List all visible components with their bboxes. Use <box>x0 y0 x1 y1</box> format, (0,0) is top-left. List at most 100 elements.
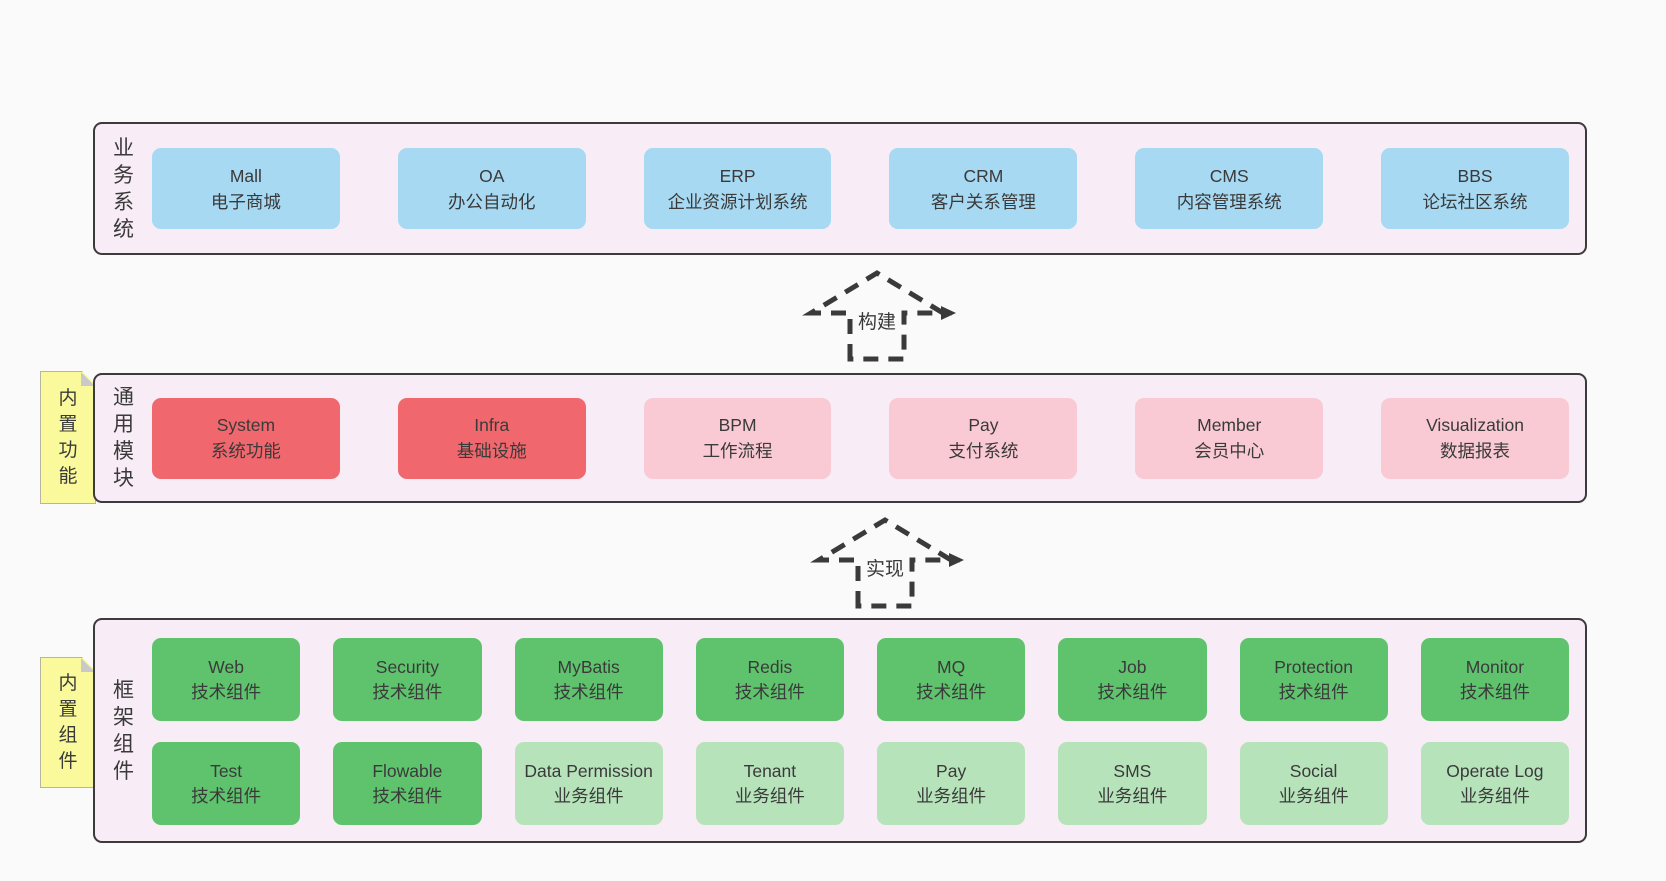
dashed-up-arrow-icon <box>802 270 956 362</box>
box-title: Job <box>1118 656 1147 677</box>
sticky-note-builtin-components: 内置组件 <box>40 657 96 788</box>
box-mq: MQ 技术组件 <box>877 638 1026 721</box>
box-subtitle: 会员中心 <box>1194 441 1265 461</box>
box-title: Web <box>208 656 244 677</box>
box-subtitle: 业务组件 <box>553 785 624 806</box>
box-social: Social 业务组件 <box>1239 742 1388 825</box>
box-web: Web 技术组件 <box>152 638 301 721</box>
band-components-content: Web 技术组件 Security 技术组件 MyBatis 技术组件 Redi… <box>152 620 1585 841</box>
box-subtitle: 业务组件 <box>734 785 805 806</box>
box-subtitle: 技术组件 <box>1097 681 1168 702</box>
box-mall: Mall 电子商城 <box>152 148 340 229</box>
box-infra: Infra 基础设施 <box>397 397 586 479</box>
box-subtitle: 内容管理系统 <box>1176 191 1282 212</box>
sticky-label: 内置功能 <box>58 387 78 487</box>
box-redis: Redis 技术组件 <box>695 638 844 721</box>
box-subtitle: 业务组件 <box>916 785 987 806</box>
box-tenant: Tenant 业务组件 <box>695 742 844 825</box>
box-pay: Pay 支付系统 <box>889 397 1078 479</box>
box-title: CRM <box>963 165 1004 186</box>
arrow-implement-label: 实现 <box>860 557 910 583</box>
band-common-modules: 通用模块 System 系统功能 Infra 基础设施 BPM 工作流程 Pay… <box>93 373 1587 503</box>
box-test: Test 技术组件 <box>152 742 301 825</box>
band-modules-content: System 系统功能 Infra 基础设施 BPM 工作流程 Pay 支付系统… <box>152 375 1585 501</box>
box-subtitle: 支付系统 <box>948 441 1019 461</box>
box-title: MQ <box>937 656 966 677</box>
box-bbs: BBS 论坛社区系统 <box>1381 148 1569 229</box>
box-subtitle: 系统功能 <box>210 441 281 461</box>
box-title: Visualization <box>1426 415 1525 435</box>
band-label-text: 业务系统 <box>113 136 134 241</box>
box-subtitle: 技术组件 <box>372 785 443 806</box>
box-subtitle: 基础设施 <box>456 441 527 461</box>
box-subtitle: 技术组件 <box>372 681 443 702</box>
box-subtitle: 数据报表 <box>1440 441 1511 461</box>
sticky-label: 内置组件 <box>58 672 78 772</box>
box-title: BPM <box>718 415 757 435</box>
box-security: Security 技术组件 <box>333 638 482 721</box>
box-title: Tenant <box>743 760 797 781</box>
box-cms: CMS 内容管理系统 <box>1135 148 1324 229</box>
box-operate-log: Operate Log 业务组件 <box>1420 742 1569 825</box>
box-subtitle: 论坛社区系统 <box>1422 191 1528 212</box>
box-title: Operate Log <box>1446 760 1544 781</box>
box-pay-biz: Pay 业务组件 <box>877 742 1026 825</box>
box-subtitle: 业务组件 <box>1459 785 1530 806</box>
box-title: SMS <box>1113 760 1152 781</box>
arrow-build-label: 构建 <box>852 310 902 336</box>
box-subtitle: 企业资源计划系统 <box>667 191 808 212</box>
box-title: Test <box>210 760 243 781</box>
box-erp: ERP 企业资源计划系统 <box>643 148 832 229</box>
box-title: Monitor <box>1465 656 1525 677</box>
box-title: System <box>216 415 276 435</box>
box-data-permission: Data Permission 业务组件 <box>514 742 663 825</box>
box-title: Protection <box>1274 656 1354 677</box>
box-title: Pay <box>968 415 999 435</box>
box-title: BBS <box>1457 165 1493 186</box>
arrow-implement: 实现 <box>800 517 970 609</box>
band-framework-components: 框架组件 Web 技术组件 Security 技术组件 MyBatis 技术组件… <box>93 618 1587 843</box>
box-subtitle: 技术组件 <box>1278 681 1349 702</box>
box-sms: SMS 业务组件 <box>1058 742 1207 825</box>
band-label-text: 框架组件 <box>113 678 134 783</box>
band-components-label: 框架组件 <box>95 620 152 841</box>
box-title: Redis <box>747 656 793 677</box>
sticky-note-builtin-functions: 内置功能 <box>40 371 96 504</box>
box-title: OA <box>479 165 505 186</box>
arrow-build: 构建 <box>792 270 962 362</box>
box-flowable: Flowable 技术组件 <box>333 742 482 825</box>
box-subtitle: 技术组件 <box>191 681 262 702</box>
box-crm: CRM 客户关系管理 <box>889 148 1078 229</box>
box-subtitle: 客户关系管理 <box>930 191 1036 212</box>
box-protection: Protection 技术组件 <box>1239 638 1388 721</box>
band-business-label: 业务系统 <box>95 124 152 253</box>
box-title: Security <box>375 656 439 677</box>
box-subtitle: 办公自动化 <box>447 191 536 212</box>
box-subtitle: 业务组件 <box>1097 785 1168 806</box>
box-title: Data Permission <box>524 760 653 781</box>
box-title: MyBatis <box>557 656 620 677</box>
box-subtitle: 技术组件 <box>191 785 262 806</box>
band-label-text: 通用模块 <box>113 386 134 490</box>
box-title: Member <box>1197 415 1262 435</box>
box-subtitle: 技术组件 <box>553 681 624 702</box>
box-visualization: Visualization 数据报表 <box>1381 397 1569 479</box>
band-business-content: Mall 电子商城 OA 办公自动化 ERP 企业资源计划系统 CRM 客户关系… <box>152 124 1585 253</box>
box-title: ERP <box>719 165 756 186</box>
box-subtitle: 业务组件 <box>1278 785 1349 806</box>
band-modules-label: 通用模块 <box>95 375 152 501</box>
box-mybatis: MyBatis 技术组件 <box>514 638 663 721</box>
box-system: System 系统功能 <box>152 397 340 479</box>
box-monitor: Monitor 技术组件 <box>1420 638 1569 721</box>
components-row-1: Web 技术组件 Security 技术组件 MyBatis 技术组件 Redi… <box>152 638 1569 721</box>
box-title: Pay <box>936 760 967 781</box>
box-title: Mall <box>229 165 262 186</box>
box-title: CMS <box>1209 165 1249 186</box>
box-member: Member 会员中心 <box>1135 397 1324 479</box>
box-bpm: BPM 工作流程 <box>643 397 832 479</box>
box-subtitle: 技术组件 <box>1459 681 1530 702</box>
box-title: Social <box>1289 760 1338 781</box>
dashed-up-arrow-icon <box>810 517 964 609</box>
box-subtitle: 工作流程 <box>702 441 773 461</box>
